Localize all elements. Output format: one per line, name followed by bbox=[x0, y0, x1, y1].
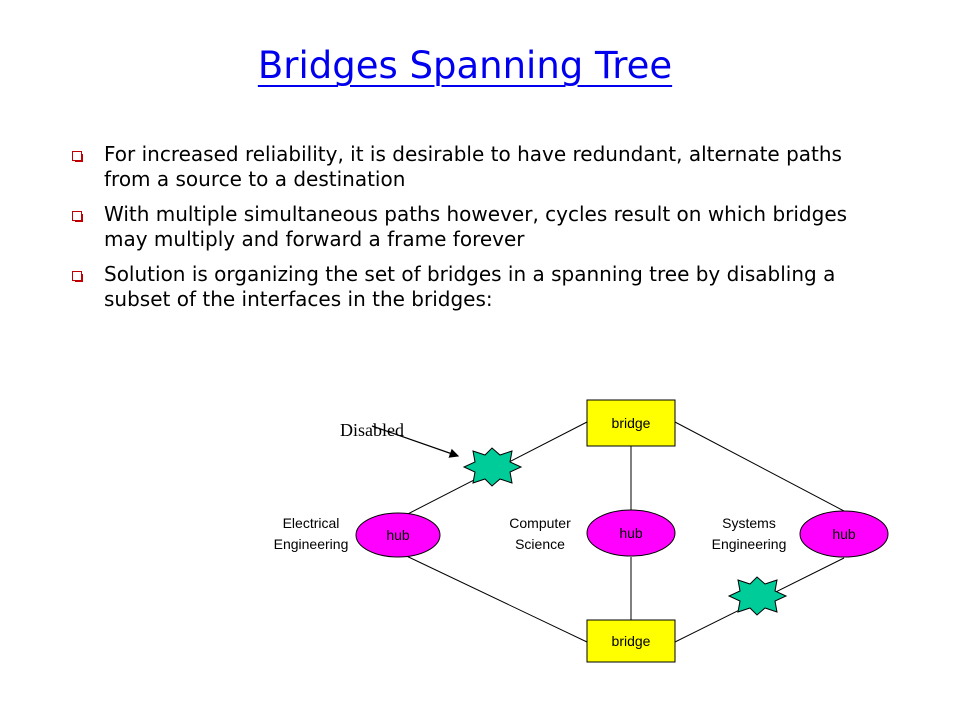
bridge-label: bridge bbox=[612, 633, 651, 649]
bullet-text: For increased reliability, it is desirab… bbox=[104, 142, 842, 191]
network-name-line2: Engineering bbox=[712, 536, 787, 552]
network-name-line2: Science bbox=[515, 536, 565, 552]
hub-ellipse bbox=[586, 509, 676, 557]
disabled-callout-arrow bbox=[371, 425, 460, 458]
hub-label: hub bbox=[832, 526, 856, 542]
network-name-line1: Systems bbox=[722, 515, 776, 531]
hub-computer-science: hub Computer Science bbox=[509, 509, 676, 557]
bridge-box bbox=[586, 399, 676, 447]
bridge-top: bridge bbox=[586, 399, 676, 447]
checkbox-bullet-icon bbox=[72, 271, 83, 282]
bullet-item: With multiple simultaneous paths however… bbox=[72, 202, 852, 252]
bridge-box bbox=[586, 619, 676, 663]
hub-systems-engineering: hub Systems Engineering bbox=[712, 510, 889, 558]
network-name-line1: Computer bbox=[509, 515, 571, 531]
hub-ellipse bbox=[355, 512, 441, 558]
bullet-list: For increased reliability, it is desirab… bbox=[72, 142, 852, 322]
slide-title: Bridges Spanning Tree bbox=[257, 44, 673, 87]
hub-label: hub bbox=[619, 525, 643, 541]
bridge-label: bridge bbox=[612, 415, 651, 431]
link-top-bridge-to-se-hub bbox=[674, 421, 845, 512]
link-ee-hub-to-bottom-bridge bbox=[397, 551, 588, 643]
hub-electrical-engineering: hub Electrical Engineering bbox=[274, 512, 441, 558]
disabled-port-starburst-icon bbox=[462, 447, 523, 487]
bullet-item: For increased reliability, it is desirab… bbox=[72, 142, 852, 192]
network-name-line2: Engineering bbox=[274, 536, 349, 552]
bridge-bottom: bridge bbox=[586, 619, 676, 663]
bullet-text: With multiple simultaneous paths however… bbox=[104, 202, 848, 251]
bullet-text: Solution is organizing the set of bridge… bbox=[104, 262, 836, 311]
checkbox-bullet-icon bbox=[72, 211, 83, 222]
disabled-port-starburst-icon bbox=[727, 576, 788, 616]
disabled-callout-label: Disabled bbox=[340, 420, 404, 440]
hub-label: hub bbox=[386, 527, 410, 543]
hub-ellipse bbox=[799, 510, 889, 558]
network-name-line1: Electrical bbox=[283, 515, 340, 531]
checkbox-bullet-icon bbox=[72, 151, 83, 162]
bullet-item: Solution is organizing the set of bridge… bbox=[72, 262, 852, 312]
